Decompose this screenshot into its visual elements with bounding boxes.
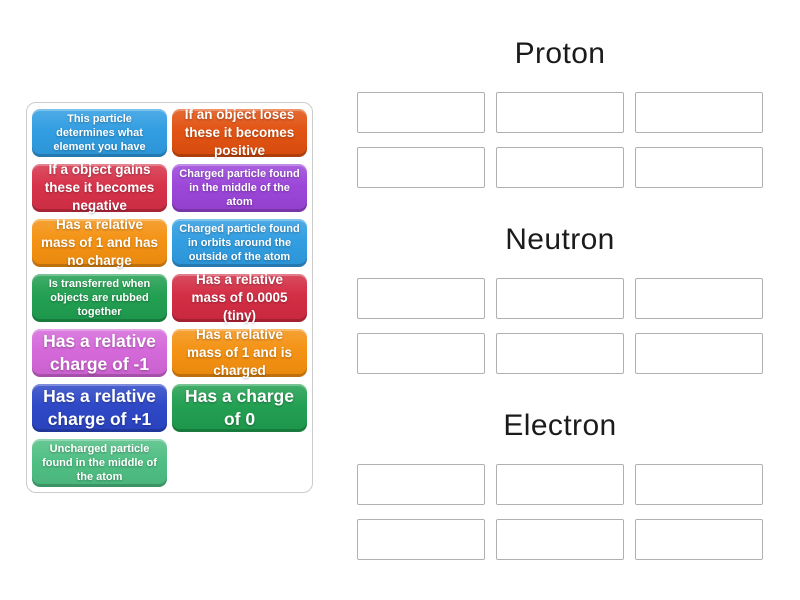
- drop-slot[interactable]: [635, 278, 763, 319]
- tile-charge-minus-1[interactable]: Has a relative charge of -1: [32, 329, 167, 377]
- tile-charge-plus-1[interactable]: Has a relative charge of +1: [32, 384, 167, 432]
- drop-slot[interactable]: [357, 333, 485, 374]
- drop-slot[interactable]: [635, 519, 763, 560]
- drop-slot[interactable]: [357, 92, 485, 133]
- drop-slot[interactable]: [635, 464, 763, 505]
- drop-slot[interactable]: [357, 147, 485, 188]
- tile-determines-element[interactable]: This particle determines what element yo…: [32, 109, 167, 157]
- group-proton: Proton: [357, 36, 763, 188]
- tile-loses-positive[interactable]: If an object loses these it becomes posi…: [172, 107, 307, 158]
- drop-slot[interactable]: [496, 278, 624, 319]
- drop-slot[interactable]: [635, 147, 763, 188]
- drop-slot[interactable]: [635, 92, 763, 133]
- tile-mass-1-charged[interactable]: Has a relative mass of 1 and is charged: [172, 327, 307, 378]
- tile-uncharged-middle[interactable]: Uncharged particle found in the middle o…: [32, 439, 167, 487]
- group-title-neutron: Neutron: [505, 223, 615, 256]
- drop-slot[interactable]: [496, 147, 624, 188]
- tile-panel: This particle determines what element yo…: [26, 102, 313, 493]
- group-electron: Electron: [357, 408, 763, 560]
- tile-charged-orbits[interactable]: Charged particle found in orbits around …: [172, 219, 307, 267]
- drop-slot[interactable]: [496, 333, 624, 374]
- group-neutron: Neutron: [357, 222, 763, 374]
- drop-slot[interactable]: [496, 519, 624, 560]
- proton-slot-grid: [357, 92, 763, 188]
- drop-slot[interactable]: [357, 464, 485, 505]
- tile-mass-1-no-charge[interactable]: Has a relative mass of 1 and has no char…: [32, 217, 167, 268]
- electron-slot-grid: [357, 464, 763, 560]
- tile-charge-0[interactable]: Has a charge of 0: [172, 384, 307, 432]
- drop-slot[interactable]: [496, 464, 624, 505]
- group-title-electron: Electron: [503, 409, 617, 442]
- tile-charged-middle[interactable]: Charged particle found in the middle of …: [172, 164, 307, 212]
- drop-slot[interactable]: [635, 333, 763, 374]
- tile-gains-negative[interactable]: If a object gains these it becomes negat…: [32, 162, 167, 213]
- tile-transferred-rubbed[interactable]: Is transferred when objects are rubbed t…: [32, 274, 167, 322]
- group-title-proton: Proton: [514, 37, 606, 70]
- tile-mass-tiny[interactable]: Has a relative mass of 0.0005 (tiny): [172, 272, 307, 323]
- drop-slot[interactable]: [496, 92, 624, 133]
- drop-slot[interactable]: [357, 519, 485, 560]
- neutron-slot-grid: [357, 278, 763, 374]
- drop-slot[interactable]: [357, 278, 485, 319]
